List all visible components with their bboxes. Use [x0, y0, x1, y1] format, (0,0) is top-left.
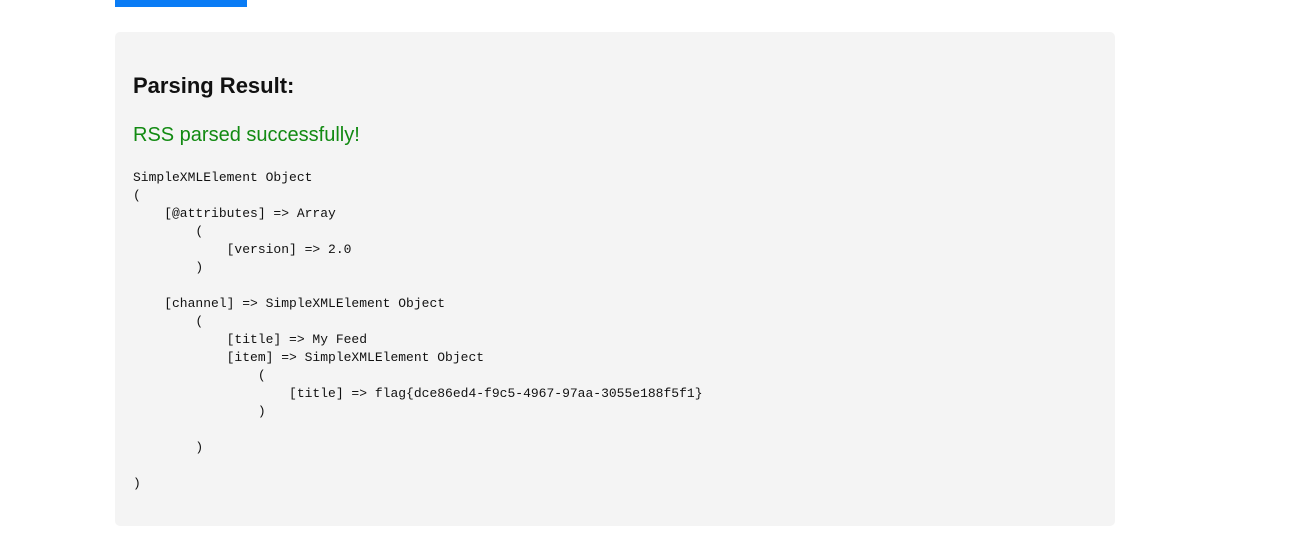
result-panel: Parsing Result: RSS parsed successfully!…: [115, 32, 1115, 526]
result-heading: Parsing Result:: [133, 73, 295, 98]
parsed-output: SimpleXMLElement Object ( [@attributes] …: [133, 170, 703, 491]
submit-button[interactable]: [115, 0, 247, 7]
success-message: RSS parsed successfully!: [133, 124, 360, 146]
